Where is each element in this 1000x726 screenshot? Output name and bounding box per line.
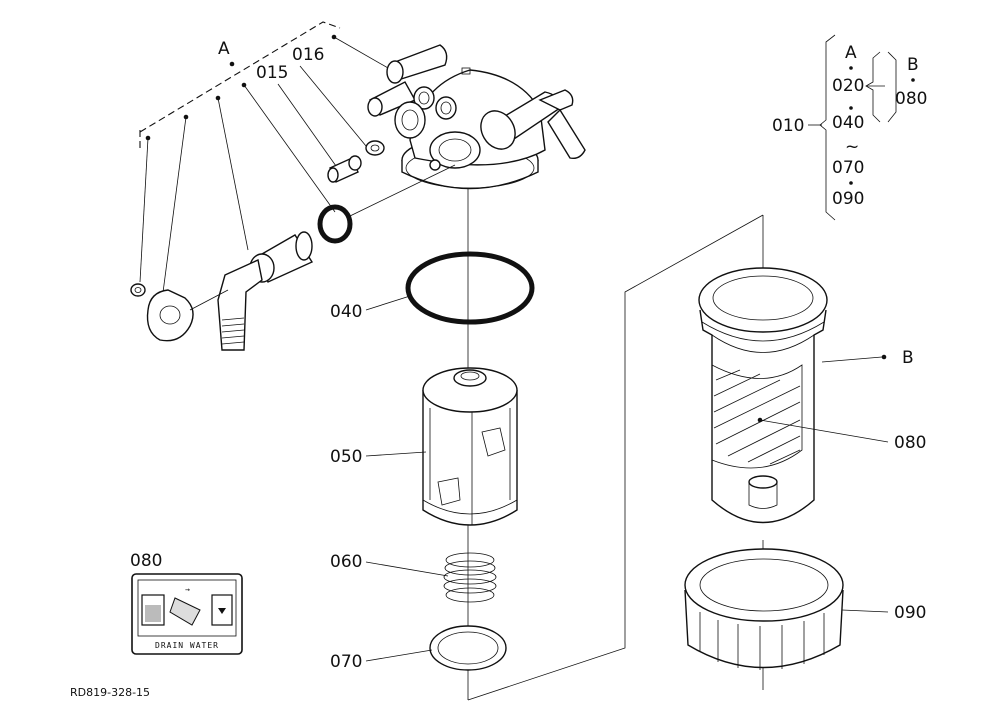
callout-060: 060 bbox=[330, 552, 362, 572]
plate-text-drain-water: DRAIN WATER bbox=[155, 641, 219, 650]
leader-015 bbox=[277, 83, 337, 167]
key-080: 080 bbox=[895, 89, 927, 109]
callout-a-top: A bbox=[218, 39, 230, 59]
leader-050 bbox=[365, 451, 427, 457]
key-dot bbox=[849, 66, 853, 70]
drain-cock bbox=[217, 231, 314, 351]
part-080-sight-window bbox=[711, 364, 803, 469]
leader-080 bbox=[759, 419, 889, 443]
part-050-filter-element bbox=[422, 367, 518, 526]
filter-head bbox=[367, 44, 586, 190]
guide-line bbox=[189, 289, 229, 311]
leader-line bbox=[243, 84, 336, 213]
callout-015: 015 bbox=[256, 63, 288, 83]
part-090-retaining-nut bbox=[684, 548, 844, 670]
leader-b-dot bbox=[881, 354, 887, 360]
callout-040: 040 bbox=[330, 302, 362, 322]
part-040-o-ring bbox=[405, 251, 535, 325]
key-b: B bbox=[907, 55, 919, 75]
key-040: 040 bbox=[832, 113, 864, 133]
bracket-a-dashed bbox=[139, 21, 341, 133]
part-060-spring bbox=[443, 552, 497, 603]
part-015-bolt bbox=[327, 155, 362, 183]
key-dot bbox=[911, 78, 915, 82]
callout-080-plate: 080 bbox=[130, 551, 162, 571]
drawing-id: RD819-328-15 bbox=[70, 686, 150, 699]
leader-060 bbox=[365, 561, 449, 577]
bracket-dot bbox=[229, 61, 235, 67]
drain-lever-clip bbox=[146, 289, 194, 342]
leader-b bbox=[821, 356, 883, 363]
plate-icon-tilt bbox=[169, 597, 201, 626]
leader-080-dot bbox=[757, 417, 763, 423]
key-tilde: ~ bbox=[845, 137, 859, 157]
plate-arrow-icon: → bbox=[185, 585, 191, 594]
key-a: A bbox=[845, 43, 857, 63]
callout-090: 090 bbox=[894, 603, 926, 623]
key-010: 010 bbox=[772, 116, 804, 136]
leader-line bbox=[217, 97, 249, 251]
key-bracket-b bbox=[887, 51, 897, 123]
leader-line bbox=[161, 116, 187, 301]
key-090: 090 bbox=[832, 189, 864, 209]
leader-016 bbox=[299, 65, 367, 147]
leader-line bbox=[139, 137, 149, 283]
part-b-bowl bbox=[698, 267, 828, 524]
small-o-ring bbox=[317, 204, 353, 244]
key-070: 070 bbox=[832, 158, 864, 178]
leader-070 bbox=[365, 649, 433, 662]
callout-050: 050 bbox=[330, 447, 362, 467]
label-plate-080: → bbox=[131, 573, 243, 655]
part-070-seal-ring bbox=[429, 625, 507, 671]
leader-090 bbox=[841, 609, 889, 613]
callout-b-side: B bbox=[902, 348, 914, 368]
guide-line bbox=[349, 164, 456, 217]
callout-016: 016 bbox=[292, 45, 324, 65]
leader-line bbox=[333, 36, 396, 73]
callout-080: 080 bbox=[894, 433, 926, 453]
key-020: 020 bbox=[832, 76, 864, 96]
part-016-washer bbox=[365, 140, 385, 156]
key-bracket-small bbox=[865, 51, 881, 123]
leader-040 bbox=[365, 295, 411, 311]
key-dot bbox=[849, 181, 853, 185]
small-screw bbox=[130, 283, 146, 297]
callout-070: 070 bbox=[330, 652, 362, 672]
subassembly-bracket-line bbox=[467, 214, 764, 701]
key-dot bbox=[849, 106, 853, 110]
